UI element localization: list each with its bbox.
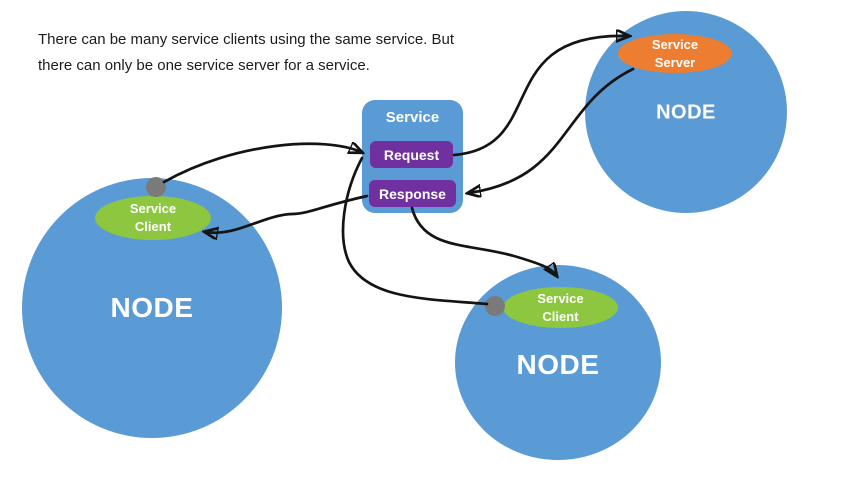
request-label: Request [383,146,440,163]
annotation-text: There can be many service clients using … [38,27,454,79]
node-left-label: NODE [110,292,194,323]
node-bottom-label: NODE [516,349,600,380]
node-top-right-label: NODE [656,101,716,124]
service-server-label: Service Server [651,36,699,70]
arrow-response-to-client-bottom [410,206,556,275]
service-client-left-label: Service Client [129,201,177,234]
annotation-line-2: there can only be one service server for… [38,57,370,74]
arrow-client-left-to-request [162,144,361,184]
service-client-ellipse-left: Service Client [95,196,211,240]
service-server-ellipse: Service Server [618,34,732,73]
service-box: Service Request Response [362,100,463,213]
response-label: Response [379,185,446,202]
service-client-bottom-label: Service Client [537,290,584,324]
service-client-ellipse-bottom: Service Client [503,287,618,328]
service-box-title: Service [385,109,440,126]
annotation-line-1: There can be many service clients using … [38,31,455,48]
request-box: Request [370,141,453,168]
response-box: Response [369,180,456,207]
